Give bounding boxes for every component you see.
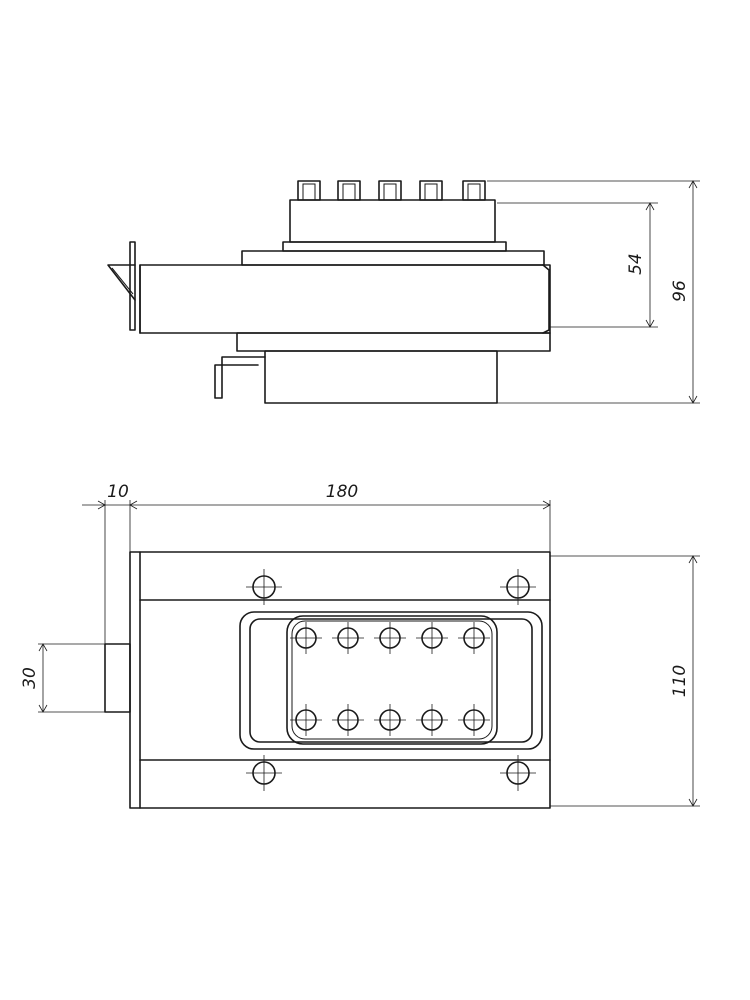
contact-pin [416,622,448,654]
contact-pin [374,622,406,654]
dimension-54: 54 [497,202,658,328]
contact-pin [458,704,490,736]
connector-block [282,180,507,252]
mounting-hole [500,569,536,605]
contact-pin [332,622,364,654]
dimension-label-54: 54 [626,253,646,275]
side-tab [104,643,131,713]
top-view: 10 180 30 110 [20,482,700,809]
mounting-hole [246,569,282,605]
dimension-96: 96 [487,180,700,404]
mounting-holes [246,569,536,791]
contact-pin [374,704,406,736]
dimension-label-180: 180 [326,482,358,502]
dimension-label-110: 110 [670,665,690,697]
dimension-label-30: 30 [20,667,40,689]
connector-frame [239,611,543,750]
mounting-hole [500,755,536,791]
dimension-10: 10 [82,482,138,644]
dimension-label-10: 10 [107,482,129,502]
dimension-label-96: 96 [670,280,690,302]
dimension-180: 180 [130,482,551,552]
top-pins [297,180,486,201]
contact-pin [458,622,490,654]
contact-row-top [290,622,490,654]
mounting-bracket [107,241,136,331]
housing-body [139,250,551,334]
contact-pin [416,704,448,736]
lower-body [214,332,551,404]
contact-row-bottom [290,704,490,736]
mounting-hole [246,755,282,791]
base-plate [129,551,551,809]
contact-pin [290,622,322,654]
side-view: 54 96 [107,180,700,404]
contact-pin [332,704,364,736]
dimension-30: 30 [20,643,105,713]
dimension-110: 110 [550,555,700,807]
contact-pin [290,704,322,736]
